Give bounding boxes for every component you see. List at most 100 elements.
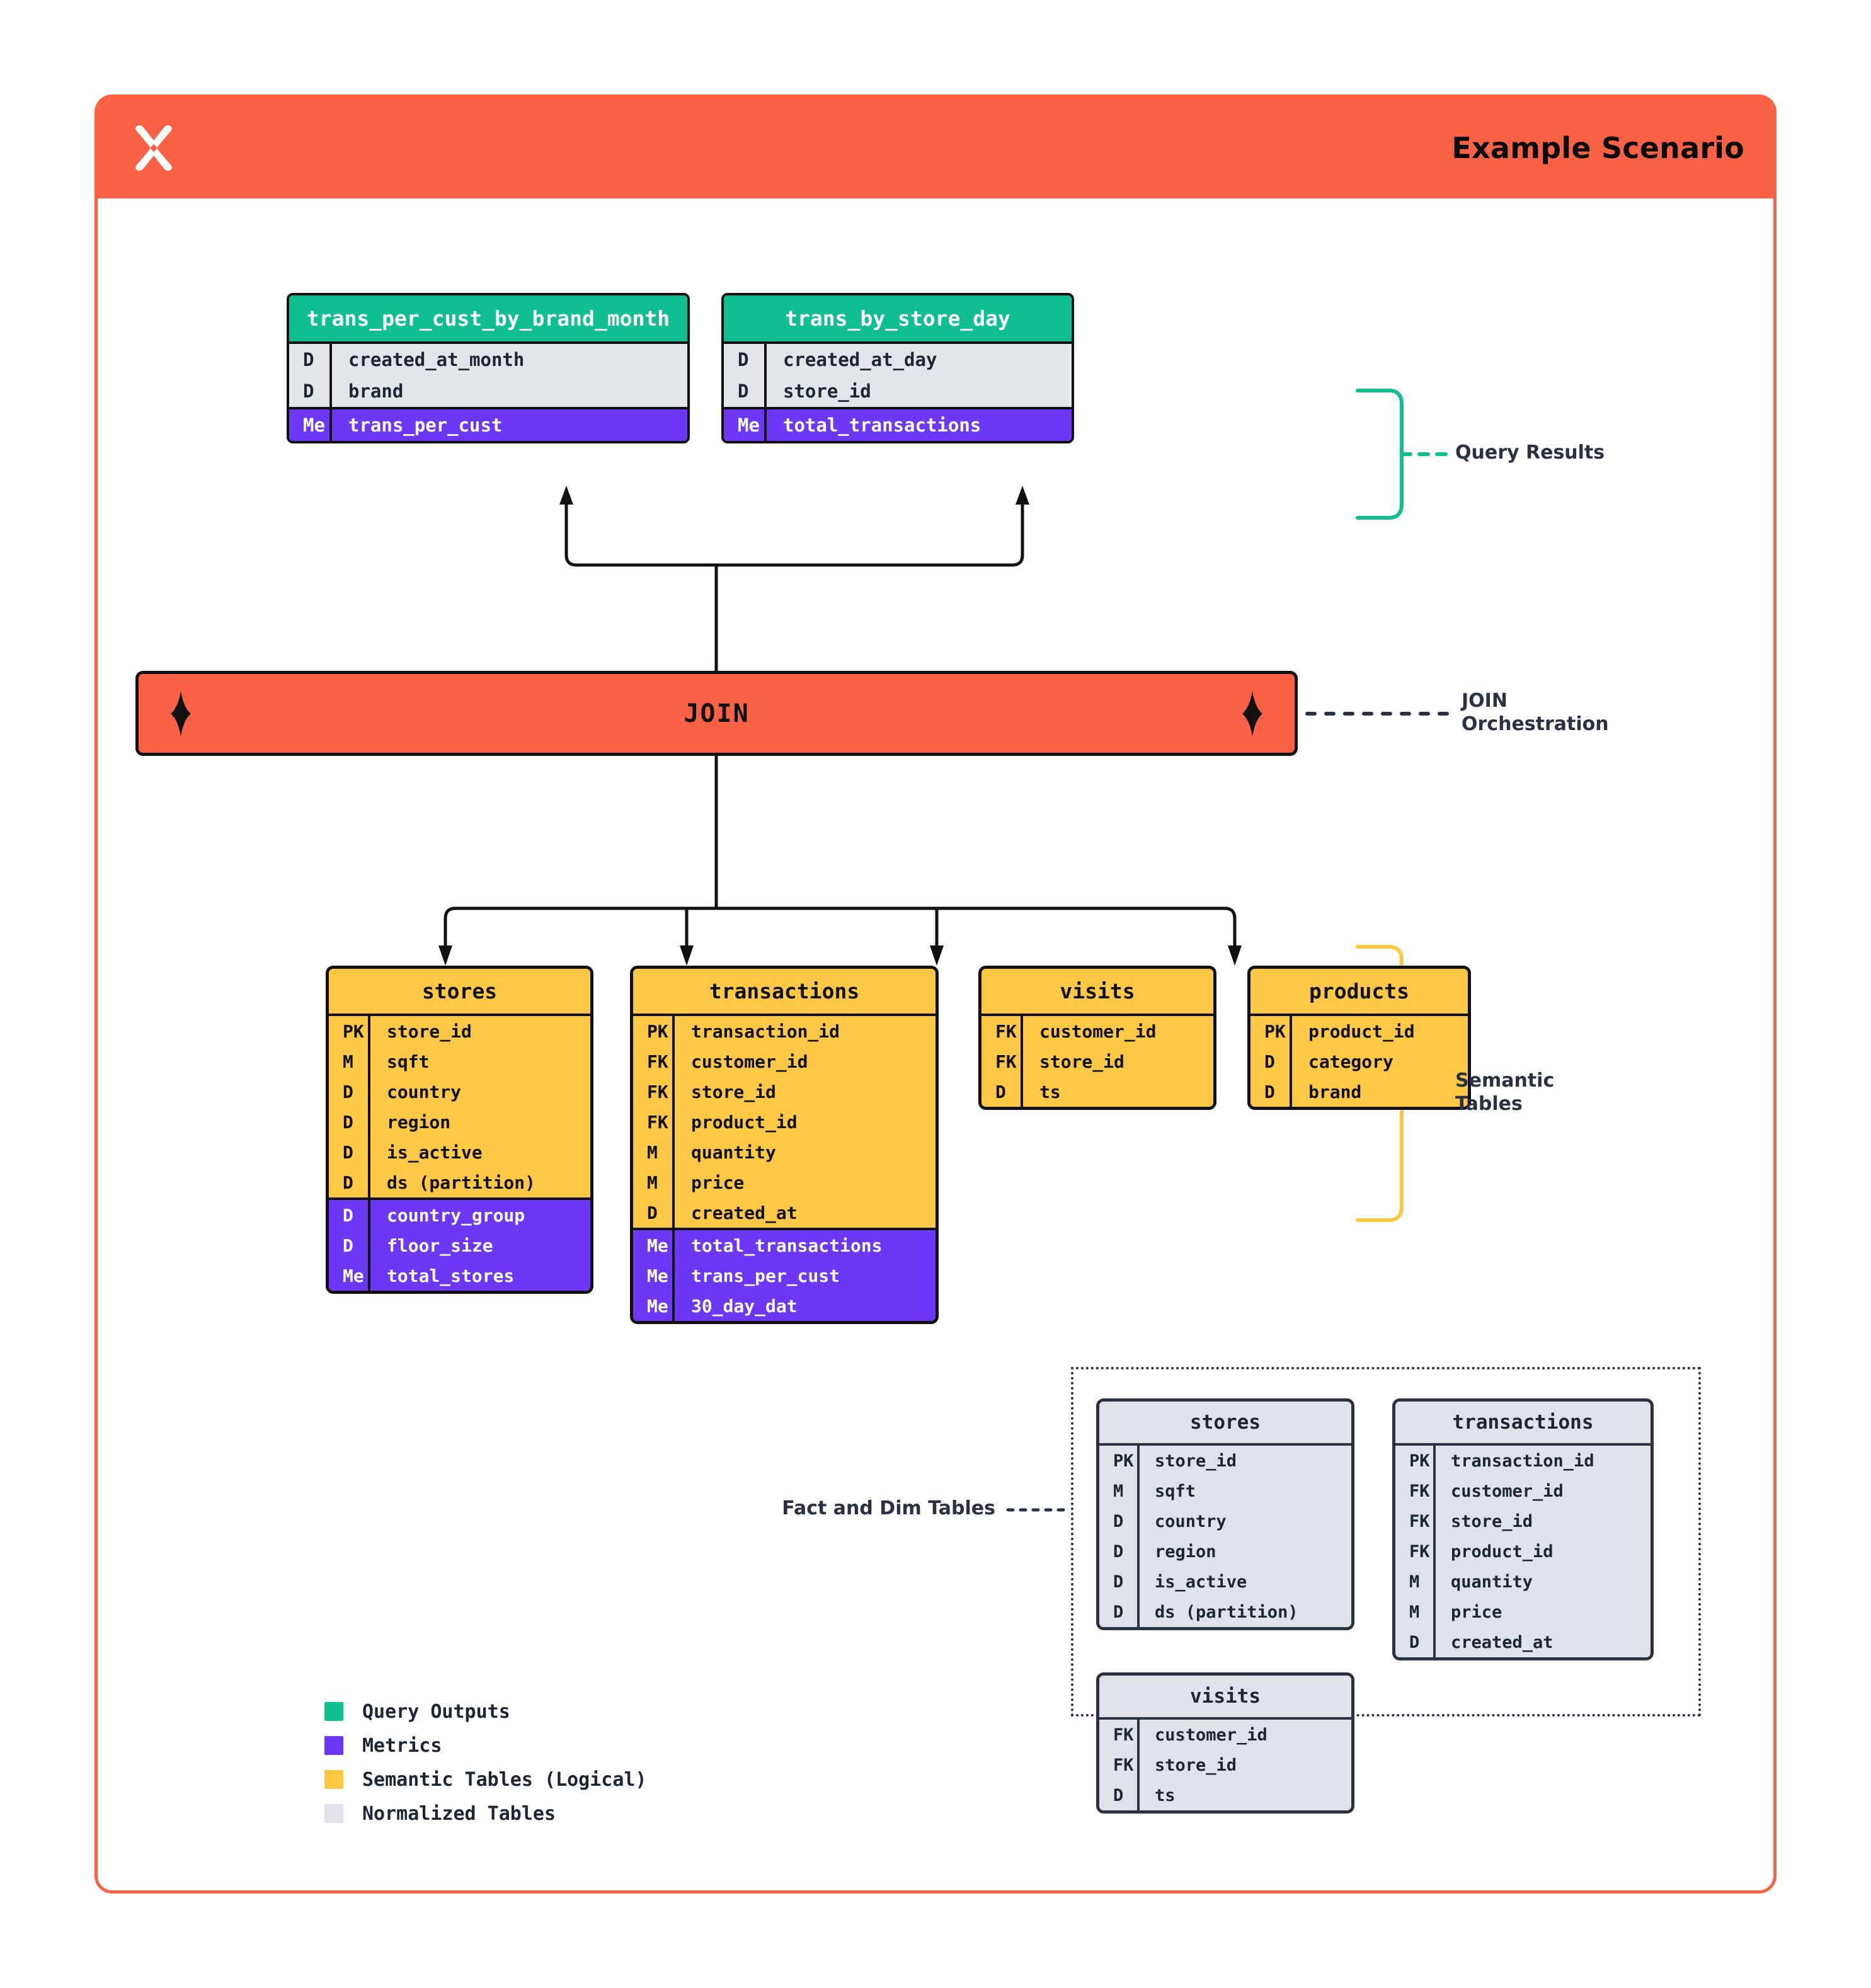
column-field: brand — [1290, 1077, 1468, 1107]
column-field: product_id — [1433, 1536, 1651, 1567]
column-kind: D — [1264, 1081, 1275, 1102]
legend-swatch-metrics — [324, 1736, 343, 1755]
legend-swatch-semantic-tables — [324, 1770, 343, 1789]
column-kind: M — [1409, 1572, 1420, 1592]
column-field: floor_size — [368, 1230, 590, 1260]
column-kind: D — [303, 380, 314, 402]
column-kind: D — [738, 380, 749, 402]
dimension-rows: D created_at_month D brand — [289, 341, 687, 407]
table-title: stores — [1099, 1402, 1351, 1443]
column-field: total_stores — [368, 1260, 590, 1291]
arrowhead-up-right — [1016, 486, 1029, 505]
column-kind: Me — [343, 1265, 364, 1286]
column-kind: Me — [647, 1295, 668, 1317]
column-kind: FK — [1409, 1541, 1430, 1562]
column-field: country_group — [368, 1200, 590, 1230]
metric-rows: Me trans_per_cust — [289, 407, 687, 441]
column-kind: D — [1113, 1602, 1124, 1622]
column-field: ts — [1021, 1077, 1213, 1107]
arrowhead-down-products — [1228, 945, 1242, 966]
column-field: store_id — [1433, 1506, 1651, 1536]
legend-item-semantic-tables: Semantic Tables (Logical) — [324, 1762, 647, 1797]
column-kind: FK — [647, 1081, 668, 1102]
column-field: created_at_month — [329, 344, 687, 375]
legend-swatch-query-outputs — [324, 1702, 343, 1721]
column-kind: FK — [647, 1111, 668, 1133]
frame-header: Example Scenario — [98, 98, 1773, 198]
column-field: store_id — [672, 1077, 936, 1107]
column-kind: PK — [1264, 1020, 1286, 1042]
legend-swatch-normalized-tables — [324, 1804, 343, 1823]
table-title: trans_per_cust_by_brand_month — [289, 295, 687, 341]
column-field: customer_id — [1021, 1016, 1213, 1046]
column-field: quantity — [672, 1137, 936, 1167]
column-kind: D — [343, 1111, 353, 1133]
diagram-canvas: trans_per_cust_by_brand_month D created_… — [98, 198, 1773, 1893]
legend-item-query-outputs: Query Outputs — [324, 1694, 647, 1728]
column-kind: FK — [647, 1051, 668, 1072]
column-kind: FK — [1409, 1481, 1430, 1501]
column-kind: D — [1409, 1632, 1420, 1652]
table-row: D brand — [289, 375, 687, 407]
column-kind: D — [1113, 1572, 1124, 1592]
page-title: Example Scenario — [1451, 131, 1744, 165]
query-result-table-trans-by-store-day[interactable]: trans_by_store_day D created_at_day D st… — [721, 293, 1074, 443]
column-kind: FK — [995, 1051, 1017, 1072]
column-field: sqft — [1137, 1476, 1351, 1506]
column-field: price — [1433, 1597, 1651, 1627]
table-title: products — [1250, 969, 1468, 1014]
table-row: Me total_transactions — [724, 409, 1072, 441]
column-field: ts — [1137, 1780, 1351, 1810]
query-result-table-trans-per-cust-by-brand-month[interactable]: trans_per_cust_by_brand_month D created_… — [287, 293, 690, 443]
column-kind: FK — [1113, 1725, 1134, 1745]
column-field: store_id — [1137, 1446, 1351, 1476]
column-field: total_transactions — [764, 409, 1072, 441]
column-kind: FK — [1409, 1511, 1430, 1531]
column-field: store_id — [1021, 1046, 1213, 1077]
table-title: trans_by_store_day — [724, 295, 1072, 341]
column-kind: D — [647, 1202, 658, 1223]
legend-item-normalized-tables: Normalized Tables — [324, 1797, 647, 1831]
table-row: Me trans_per_cust — [289, 409, 687, 441]
column-field: created_at — [672, 1197, 936, 1228]
column-kind: D — [343, 1081, 353, 1102]
column-field: ds (partition) — [368, 1167, 590, 1197]
join-orchestration-bar[interactable]: JOIN — [135, 671, 1298, 756]
table-title: transactions — [1395, 1402, 1651, 1443]
